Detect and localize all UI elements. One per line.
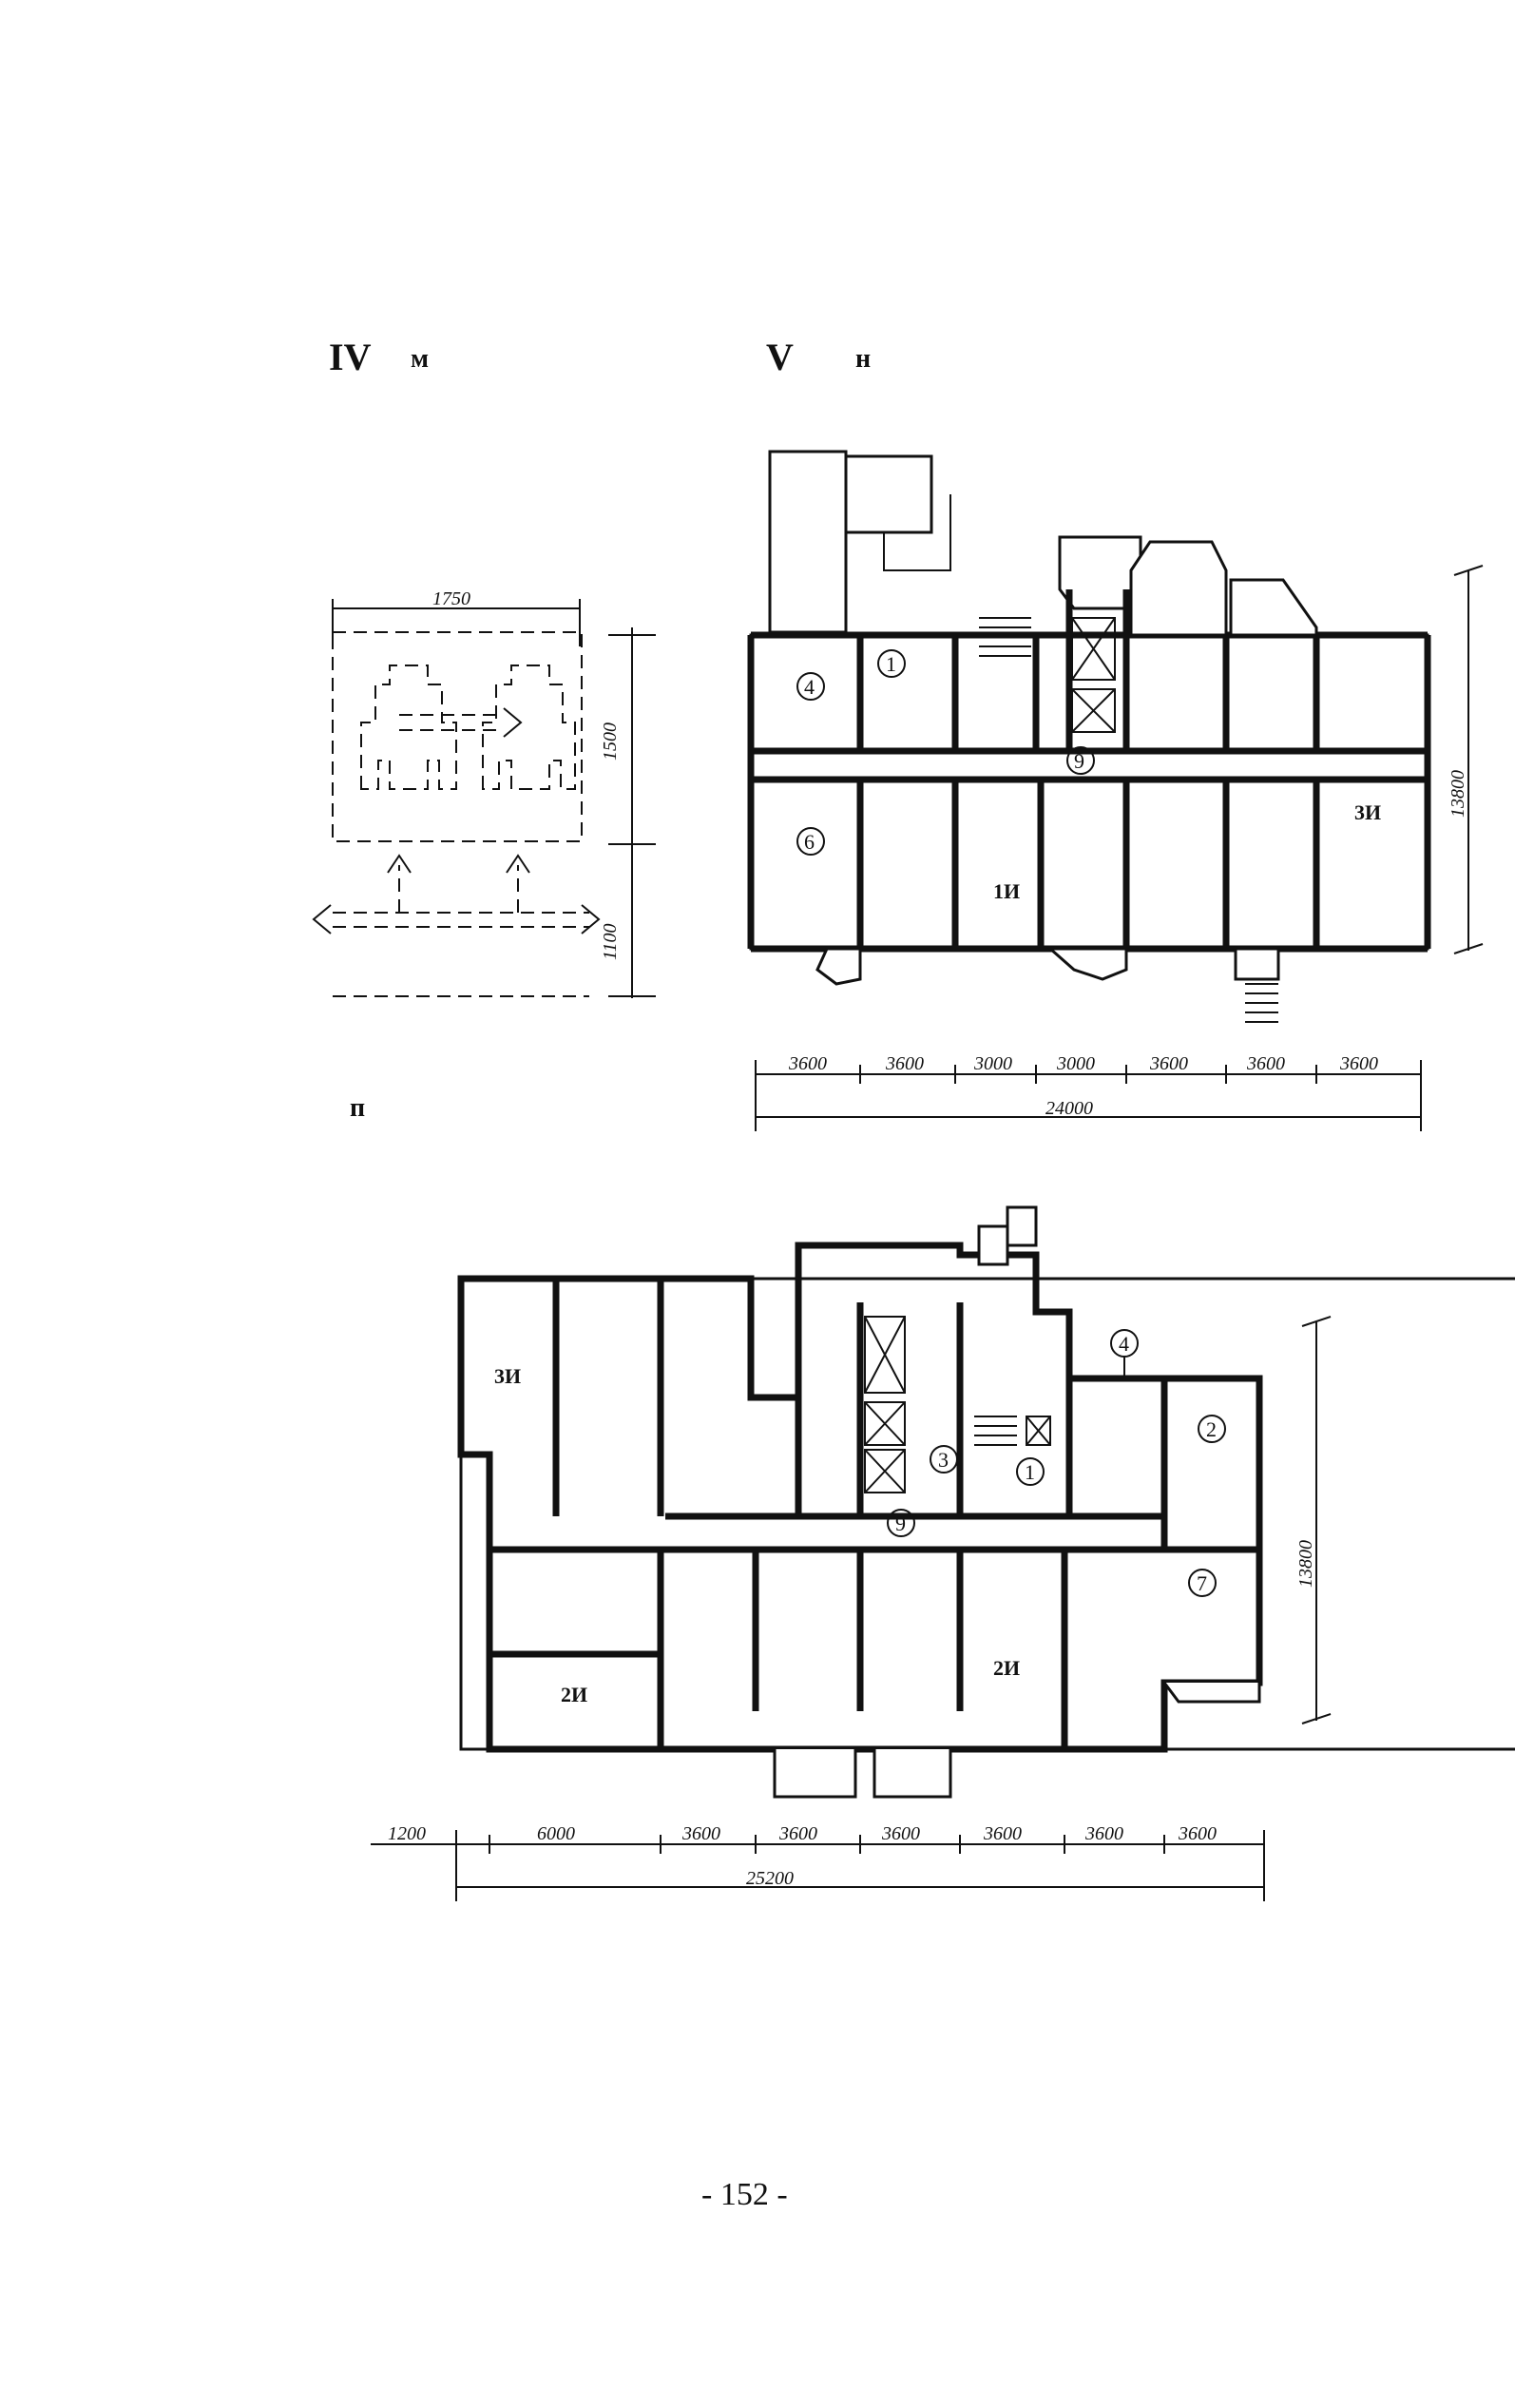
plan-p-dim-3: 3600 <box>778 1823 817 1844</box>
plan-n-depth-dim: 13800 <box>1448 770 1468 818</box>
plan-p-dim-2: 3600 <box>681 1823 720 1844</box>
plan-n-dim-5: 3600 <box>1149 1053 1188 1074</box>
plan-n-dim-1: 3600 <box>788 1053 827 1074</box>
section-iv-letter: м <box>411 344 430 374</box>
plan-p-dim-1: 6000 <box>537 1823 575 1844</box>
plan-p-dim-7: 3600 <box>1178 1823 1217 1844</box>
plan-n-room-6-marker <box>796 827 825 856</box>
plan-n-room-6: 6 <box>804 830 815 854</box>
plan-p-room-1-marker <box>1016 1457 1045 1486</box>
plan-p-room-3: 3 <box>938 1448 949 1472</box>
scheme-lower-dim: 1100 <box>600 923 621 960</box>
plan-p-room-7: 7 <box>1197 1571 1207 1595</box>
plan-p-room-2-marker <box>1198 1415 1226 1443</box>
plan-p-room-9-marker <box>887 1509 915 1537</box>
plan-p-room-1: 1 <box>1025 1460 1035 1484</box>
plan-p-room-3-marker <box>930 1445 958 1474</box>
plan-p-room-9: 9 <box>895 1512 906 1535</box>
plan-p-room-7-marker <box>1188 1569 1217 1597</box>
plan-n-room-9-marker <box>1066 746 1095 775</box>
scheme-height-dim: 1500 <box>600 722 621 761</box>
plan-n-dim-6: 3600 <box>1246 1053 1285 1074</box>
section-v-letter: н <box>855 344 872 374</box>
plan-n-room-4: 4 <box>804 675 815 699</box>
plan-p-dim-4: 3600 <box>881 1823 920 1844</box>
section-p-letter: п <box>350 1093 366 1123</box>
plan-p-room-4: 4 <box>1119 1332 1129 1356</box>
plan-n-total-dim: 24000 <box>1045 1098 1093 1119</box>
plan-p-apt-3i: 3И <box>494 1364 521 1388</box>
plan-p-apt-2i-left: 2И <box>561 1683 587 1706</box>
plan-p-room-2: 2 <box>1206 1417 1217 1441</box>
plan-n-room-9: 9 <box>1074 749 1084 773</box>
section-iv-heading: IV <box>329 336 372 378</box>
plan-p-apt-2i-right: 2И <box>993 1656 1020 1680</box>
plan-p-depth-dim: 13800 <box>1295 1540 1316 1588</box>
plan-p-dim-left: 1200 <box>388 1823 426 1844</box>
plan-n-room-1: 1 <box>886 652 896 676</box>
plan-p-total-dim: 25200 <box>746 1868 794 1889</box>
page-number: - 152 - <box>701 2177 788 2212</box>
section-v-heading: V <box>766 336 794 378</box>
plan-p-dim-6: 3600 <box>1084 1823 1123 1844</box>
plan-n-dim-7: 3600 <box>1339 1053 1378 1074</box>
plan-n-dim-4: 3000 <box>1056 1053 1095 1074</box>
plan-n-apt-3i: 3И <box>1354 800 1381 824</box>
plan-n-apt-1i: 1И <box>993 879 1020 903</box>
scheme-width-dim: 1750 <box>432 588 470 609</box>
plan-n-room-1-marker <box>877 649 906 678</box>
plan-p-dim-5: 3600 <box>983 1823 1022 1844</box>
plan-n-dim-2: 3600 <box>885 1053 924 1074</box>
plan-n-room-4-marker <box>796 672 825 701</box>
plan-n-dim-3: 3000 <box>973 1053 1012 1074</box>
